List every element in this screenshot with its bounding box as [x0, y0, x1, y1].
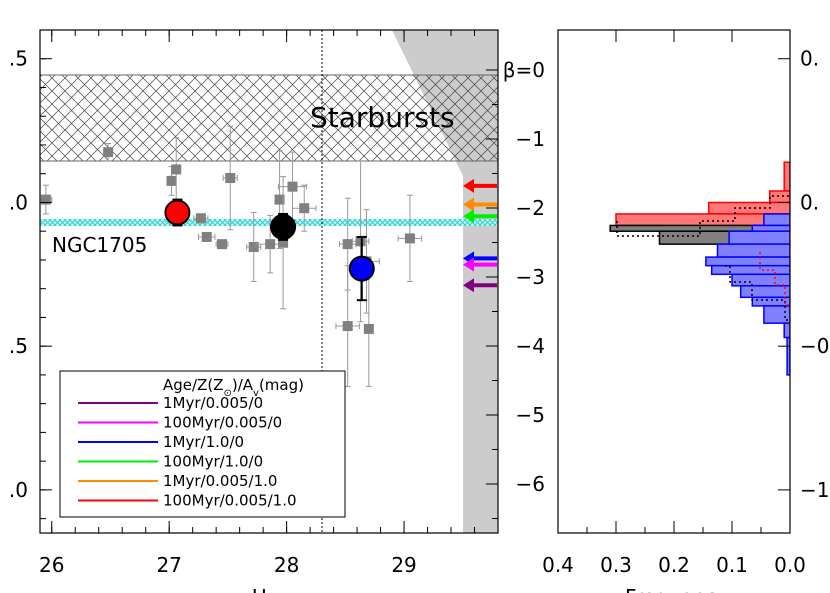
left-x-axis-label: U — [252, 585, 267, 593]
gray-points-group — [40, 125, 423, 387]
gray-point — [342, 239, 353, 250]
gray-point — [195, 213, 206, 224]
gray-point — [103, 147, 114, 158]
freq-tick-label: 0.1 — [716, 553, 748, 577]
gray-point — [287, 181, 298, 192]
gray-point — [404, 233, 415, 244]
gray-point — [171, 164, 182, 175]
gray-point — [278, 237, 289, 248]
gray-point — [355, 236, 366, 247]
legend: Age/Z(Z⊙)/Av(mag) 1Myr/0.005/0 100Myr/0.0… — [59, 370, 346, 518]
gray-point — [201, 231, 212, 242]
legend-label: 100Myr/0.005/1.0 — [163, 492, 297, 510]
histogram-bin — [739, 285, 790, 299]
histogram-bars — [609, 161, 790, 376]
right-y-tick-label: 0. — [800, 47, 819, 71]
x-tick-label: 27 — [156, 553, 181, 577]
histogram-bin — [731, 273, 790, 287]
model-arrows — [463, 178, 497, 293]
beta-tick-label: −6 — [516, 472, 545, 496]
legend-label: 100Myr/0.005/0 — [163, 414, 282, 432]
histogram-bin — [716, 243, 790, 258]
histogram-bin — [763, 213, 790, 227]
freq-tick-label: 0.2 — [658, 553, 690, 577]
ngc1705-band — [40, 219, 498, 226]
histogram-bin — [728, 230, 790, 245]
left-plot-frame — [39, 29, 499, 534]
legend-label: 100Myr/1.0/0 — [163, 453, 263, 471]
right-x-axis-label: Frequency — [625, 585, 728, 593]
dotted-black-histogram-lower — [725, 265, 790, 321]
histogram-bin — [783, 322, 790, 339]
histogram-bin — [783, 161, 790, 192]
gray-point — [363, 323, 374, 334]
legend-label: 1Myr/1.0/0 — [163, 433, 244, 451]
gray-point — [342, 321, 353, 332]
freq-tick-label: 0.4 — [542, 553, 574, 577]
beta-tick-label: −5 — [516, 403, 545, 427]
x-tick-label: 29 — [391, 553, 416, 577]
legend-box — [59, 370, 346, 518]
right-y-ticks: 0. 0. −0 −1 — [778, 47, 829, 502]
right-histogram-panel: 0.4 0.3 0.2 0.1 0.0 0. 0. −0 −1 Frequency — [542, 29, 829, 593]
highlight-point — [164, 199, 191, 226]
model-arrow-head — [463, 209, 474, 224]
model-arrow-head — [463, 197, 474, 212]
y-tick-label: .5 — [9, 47, 28, 71]
left-x-ticks: 26 27 28 29 — [39, 30, 476, 577]
histogram-bin — [705, 256, 790, 267]
freq-tick-label: 0.3 — [600, 553, 632, 577]
freq-tick-label: 0.0 — [774, 553, 806, 577]
x-tick-label: 26 — [39, 553, 64, 577]
y-tick-label: .5 — [9, 334, 28, 358]
gray-point — [274, 194, 285, 205]
right-y-tick-label: −1 — [800, 478, 829, 502]
y-tick-label: .0 — [9, 190, 28, 214]
model-arrow-head — [463, 178, 474, 193]
right-x-ticks: 0.4 0.3 0.2 0.1 0.0 — [542, 30, 806, 577]
gray-point — [225, 173, 236, 184]
beta-tick-label: −1 — [516, 127, 545, 151]
model-arrow-head — [463, 257, 474, 272]
beta-tick-label: −4 — [516, 334, 545, 358]
x-tick-label: 28 — [274, 553, 299, 577]
gray-point — [217, 239, 228, 250]
histogram-bin — [710, 264, 790, 276]
highlight-points-group — [164, 198, 375, 302]
histogram-bin — [751, 224, 790, 232]
left-scatter-panel: Starbursts NGC1705 26 27 28 29 .5 .0 .5 .0 β=0… — [9, 29, 545, 593]
right-y-tick-label: −0 — [800, 334, 829, 358]
y-tick-label: .0 — [9, 478, 28, 502]
legend-label: 1Myr/0.005/0 — [163, 394, 263, 412]
beta-axis-ticks: β=0 −1 −2 −3 −4 −5 −6 — [486, 58, 545, 519]
starburst-band — [40, 75, 498, 161]
band-label: Starbursts — [310, 101, 455, 134]
model-arrow-head — [463, 278, 474, 293]
gray-point — [40, 194, 51, 205]
legend-label: 1Myr/0.005/1.0 — [163, 472, 277, 490]
beta-tick-label: −3 — [516, 265, 545, 289]
beta-tick-label: β=0 — [503, 58, 545, 82]
reference-line-label: NGC1705 — [52, 233, 147, 257]
highlight-point — [348, 255, 375, 282]
legend-title: Age/Z(Z⊙)/Av(mag) — [163, 376, 304, 399]
histogram-bin — [763, 305, 790, 324]
left-y-ticks: .5 .0 .5 .0 — [9, 47, 52, 520]
gray-point — [265, 239, 276, 250]
highlight-point — [270, 213, 297, 240]
beta-tick-label: −2 — [516, 196, 545, 220]
gray-point — [299, 203, 310, 214]
gray-point — [166, 175, 177, 186]
gray-point — [248, 242, 259, 253]
right-y-tick-label: 0. — [800, 190, 819, 214]
